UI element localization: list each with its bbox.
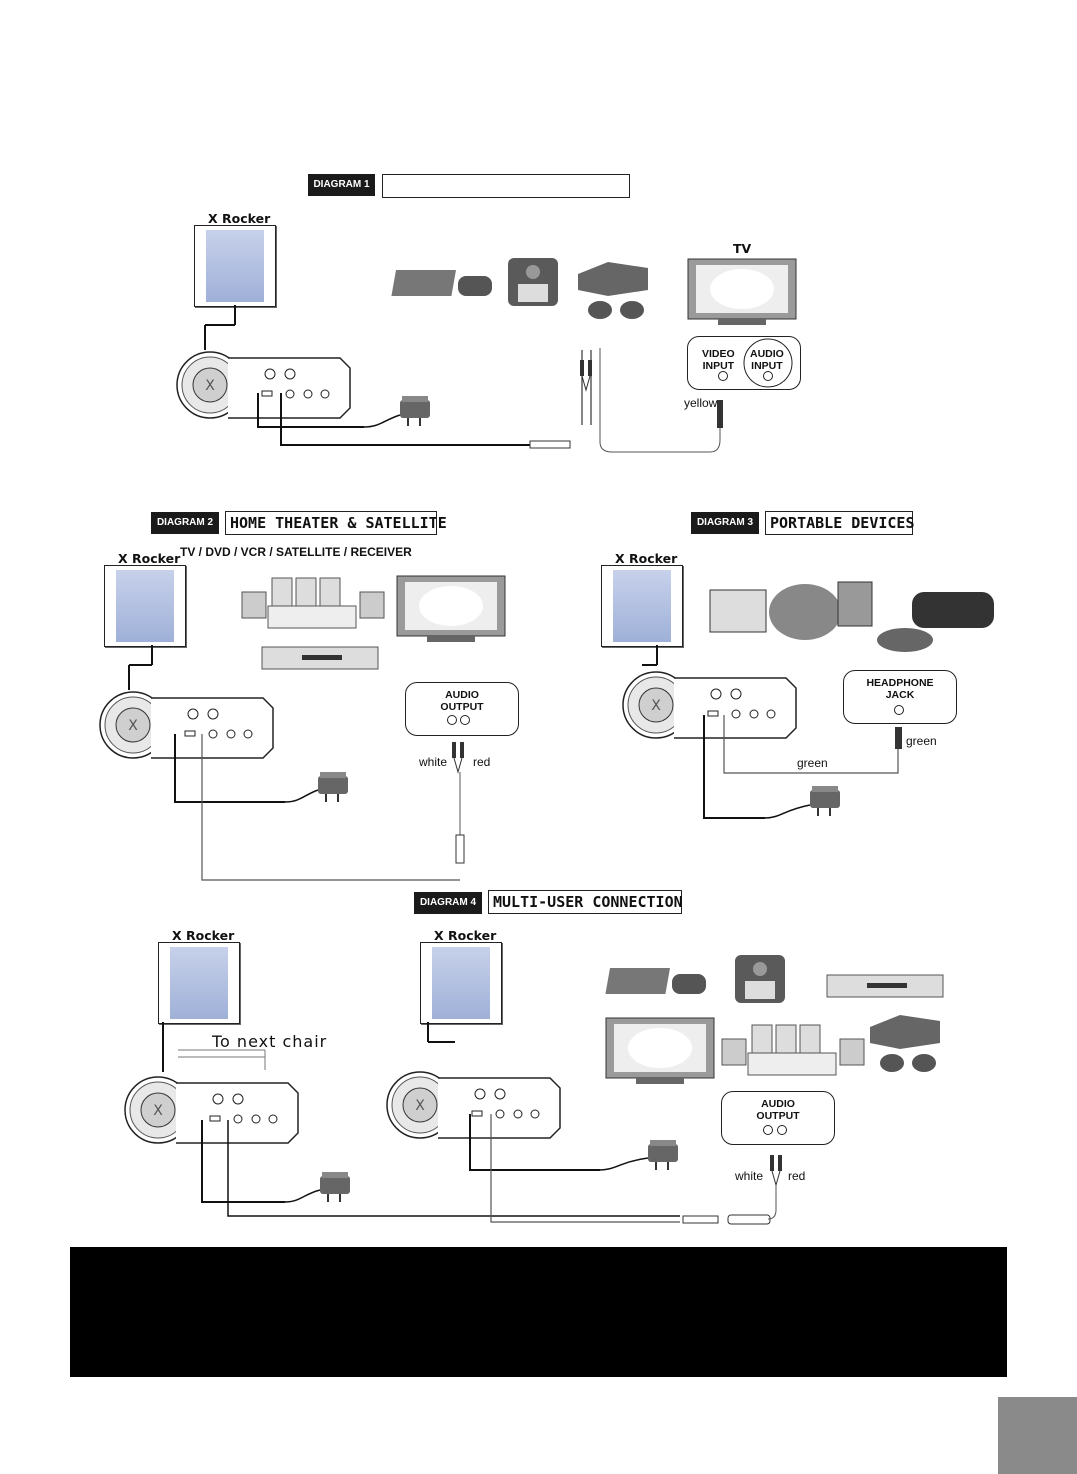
audio-output-label: AUDIO OUTPUT <box>440 689 484 713</box>
footer-black-panel <box>70 1247 1007 1377</box>
diagram1-chair-label: X Rocker <box>208 211 271 226</box>
audio-output-label-4: AUDIO OUTPUT <box>756 1098 800 1122</box>
diagram1-input-box: VIDEO INPUT AUDIO INPUT <box>687 336 801 390</box>
diagram3-chair-label: X Rocker <box>615 551 678 566</box>
diagram4-chair-image-1 <box>158 942 240 1024</box>
diagram3-chair-image <box>601 565 683 647</box>
video-input-label: VIDEO INPUT <box>702 348 735 372</box>
diagram4-badge: DIAGRAM 4 <box>414 892 482 914</box>
diagram2-red-label: red <box>473 755 491 769</box>
diagram4-red-label: red <box>788 1169 806 1183</box>
diagram2-title: HOME THEATER & SATELLITE <box>225 511 447 535</box>
page-corner-tab <box>998 1397 1077 1474</box>
diagram3-jack-box: HEADPHONE JACK <box>843 670 957 724</box>
diagram4-white-label: white <box>735 1169 764 1183</box>
to-next-chair-label: To next chair <box>212 1032 328 1051</box>
diagram3-green-label-cable: green <box>797 756 828 770</box>
diagram2-white-label: white <box>419 755 448 769</box>
diagram2-chair-image <box>104 565 186 647</box>
diagram1-title <box>382 174 630 198</box>
audio-input-label: AUDIO INPUT <box>750 348 784 372</box>
diagram3-green-label-jack: green <box>906 734 937 748</box>
diagram3-title: PORTABLE DEVICES <box>765 511 915 535</box>
diagram1-badge: DIAGRAM 1 <box>308 174 375 196</box>
diagram4-output-box: AUDIO OUTPUT <box>721 1091 835 1145</box>
headphone-jack-label: HEADPHONE JACK <box>866 677 934 701</box>
diagram4-chair-label-2: X Rocker <box>434 928 497 943</box>
diagram1-tv-label: TV <box>733 241 752 256</box>
diagram1-chair-image <box>194 225 276 307</box>
diagram4-chair-image-2 <box>420 942 502 1024</box>
diagram2-badge: DIAGRAM 2 <box>151 512 219 534</box>
diagram2-subtitle: TV / DVD / VCR / SATELLITE / RECEIVER <box>180 545 412 559</box>
diagram2-chair-label: X Rocker <box>118 551 181 566</box>
diagram4-title: MULTI-USER CONNECTION <box>488 890 683 914</box>
diagram4-chair-label-1: X Rocker <box>172 928 235 943</box>
diagram2-output-box: AUDIO OUTPUT <box>405 682 519 736</box>
diagram3-badge: DIAGRAM 3 <box>691 512 759 534</box>
diagram1-yellow-label: yellow <box>684 396 718 410</box>
